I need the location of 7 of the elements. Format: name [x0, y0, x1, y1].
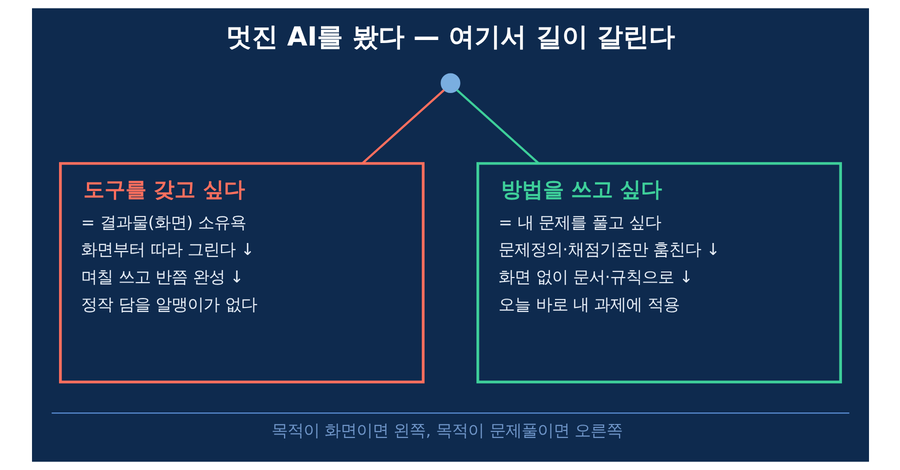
- diagram-title: 멋진 AI를 봤다 — 여기서 길이 갈린다: [225, 22, 674, 53]
- connector: [456, 89, 539, 164]
- node-box: 방법을 쓰고 싶다 = 내 문제를 풀고 싶다 문제정의·채점기준만 훔친다 ↓ 화면 없이 문서·규칙으로 ↓ 오늘 바로 내 과제에 적용: [476, 162, 842, 384]
- connector: [361, 89, 444, 164]
- node-circle: [440, 73, 460, 93]
- caption: 목적이 화면이면 왼쪽, 목적이 문제풀이면 오른쪽: [270, 421, 622, 440]
- node-box: 도구를 갖고 싶다 = 결과물(화면) 소유욕 화면부터 따라 그린다 ↓ 며칠 쓰고 반쯤 완성 ↓ 정작 담을 알맹이가 없다: [58, 162, 424, 384]
